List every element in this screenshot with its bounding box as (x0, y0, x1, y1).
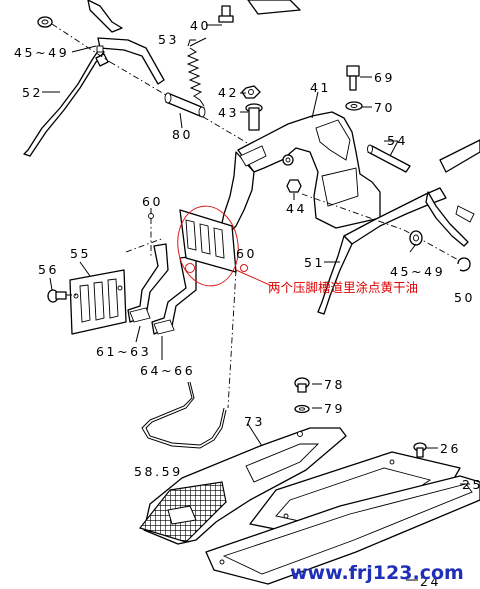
label-25: 25 (462, 477, 480, 492)
washer-45-49-right (409, 230, 423, 246)
label-64-66: 64~66 (140, 363, 195, 378)
label-80: 80 (172, 127, 193, 142)
base-plate-24 (205, 475, 480, 585)
nut-42 (241, 85, 261, 99)
label-60-right: 60 (236, 246, 257, 261)
label-55: 55 (70, 246, 91, 261)
label-78: 78 (324, 377, 345, 392)
label-54: 54 (387, 133, 408, 148)
presser-foot-64-66 (151, 255, 197, 335)
label-58-59: 58.59 (134, 464, 183, 479)
label-70: 70 (374, 100, 395, 115)
bolt-69 (346, 65, 360, 91)
label-45-49-right: 45~49 (390, 264, 445, 279)
slide-plate-55 (69, 269, 127, 335)
presser-foot-holder (179, 209, 248, 273)
grease-highlight-circle (177, 205, 239, 287)
screw-43 (245, 103, 263, 131)
washer-79 (294, 404, 310, 414)
label-40: 40 (190, 18, 211, 33)
pin-54 (367, 144, 411, 173)
presser-foot-61-63 (127, 243, 169, 323)
washer-70 (345, 101, 363, 111)
shaft-80 (164, 92, 206, 118)
label-42: 42 (218, 85, 239, 100)
label-41: 41 (310, 80, 331, 95)
label-26: 26 (440, 441, 461, 456)
label-24: 24 (420, 574, 441, 589)
washer-45-49-top (37, 16, 53, 28)
screw-78 (294, 377, 310, 393)
label-43: 43 (218, 105, 239, 120)
label-56: 56 (38, 262, 59, 277)
lever-arm-52 (23, 0, 165, 157)
callout-labels: 40 53 45~49 52 42 43 80 41 69 70 54 44 6… (14, 18, 480, 589)
spring-53 (186, 39, 205, 107)
label-61-63: 61~63 (96, 344, 151, 359)
label-79: 79 (324, 401, 345, 416)
label-73: 73 (244, 414, 265, 429)
label-45-49-top: 45~49 (14, 45, 69, 60)
leader-lines (42, 24, 470, 581)
e-ring-50 (457, 257, 471, 272)
base-plate-25 (249, 451, 461, 541)
label-53: 53 (158, 32, 179, 47)
label-51: 51 (304, 255, 325, 270)
label-44: 44 (286, 201, 307, 216)
wire-spring-58-59 (141, 381, 227, 449)
pedal-grip-pad (138, 481, 227, 543)
nut-44 (286, 179, 302, 193)
lever-arm-51 (317, 139, 480, 315)
screw-40 (218, 5, 234, 23)
label-50: 50 (454, 290, 475, 305)
site-watermark: www.frj123.com (290, 562, 464, 584)
label-60-left: 60 (142, 194, 163, 209)
screw-56 (47, 289, 67, 303)
label-52: 52 (22, 85, 43, 100)
label-69: 69 (374, 70, 395, 85)
screw-26 (413, 442, 427, 458)
grease-note-annotation: 两个压脚槽道里涂点黄干油 (268, 280, 418, 295)
